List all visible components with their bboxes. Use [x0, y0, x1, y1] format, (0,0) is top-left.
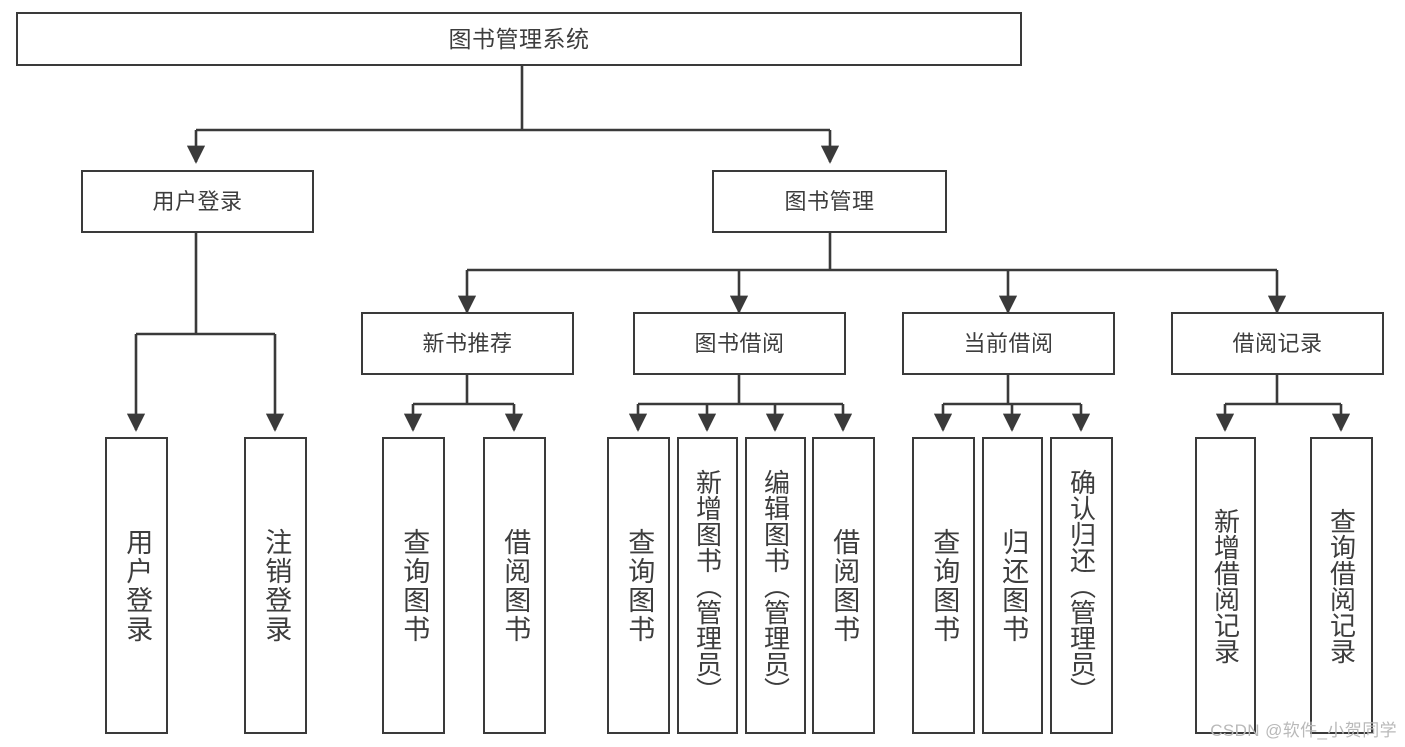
node-new-book-recommend[interactable]: 新书推荐 [361, 312, 574, 375]
node-label: 新书推荐 [422, 330, 513, 356]
node-label: 查询借阅记录 [1326, 507, 1357, 664]
leaf-borrow-book-recommend[interactable]: 借阅图书 [483, 437, 546, 734]
node-label: 编辑图书（管理员） [760, 468, 791, 703]
node-book-borrow[interactable]: 图书借阅 [633, 312, 846, 375]
leaf-return-book[interactable]: 归还图书 [982, 437, 1043, 734]
node-label: 查询图书 [624, 527, 655, 644]
leaf-edit-book-admin[interactable]: 编辑图书（管理员） [745, 437, 806, 734]
leaf-add-borrow-record[interactable]: 新增借阅记录 [1195, 437, 1256, 734]
node-label: 图书管理系统 [448, 25, 590, 52]
node-label: 注销登录 [261, 527, 292, 644]
node-label: 当前借阅 [963, 330, 1054, 356]
node-label: 查询图书 [929, 527, 960, 644]
node-label: 新增借阅记录 [1210, 507, 1241, 664]
node-user-login[interactable]: 用户登录 [81, 170, 314, 233]
node-label: 借阅图书 [829, 527, 860, 644]
node-label: 查询图书 [399, 527, 430, 644]
leaf-confirm-return-admin[interactable]: 确认归还（管理员） [1050, 437, 1113, 734]
leaf-add-book-admin[interactable]: 新增图书（管理员） [677, 437, 738, 734]
node-label: 图书管理 [784, 188, 875, 214]
node-current-borrow[interactable]: 当前借阅 [902, 312, 1115, 375]
leaf-query-borrow-record[interactable]: 查询借阅记录 [1310, 437, 1373, 734]
node-label: 借阅记录 [1232, 330, 1323, 356]
node-borrow-record[interactable]: 借阅记录 [1171, 312, 1384, 375]
node-label: 归还图书 [998, 527, 1029, 644]
node-label: 用户登录 [152, 188, 243, 214]
node-label: 新增图书（管理员） [692, 468, 723, 703]
leaf-query-book-recommend[interactable]: 查询图书 [382, 437, 445, 734]
node-label: 图书借阅 [694, 330, 785, 356]
node-label: 确认归还（管理员） [1066, 468, 1097, 703]
leaf-logout[interactable]: 注销登录 [244, 437, 307, 734]
node-book-management[interactable]: 图书管理 [712, 170, 947, 233]
watermark-text: CSDN @软件_小贺同学 [1210, 721, 1397, 740]
leaf-user-login[interactable]: 用户登录 [105, 437, 168, 734]
leaf-query-book-current[interactable]: 查询图书 [912, 437, 975, 734]
node-label: 用户登录 [122, 527, 153, 644]
node-root-system[interactable]: 图书管理系统 [16, 12, 1022, 66]
leaf-query-book-borrow[interactable]: 查询图书 [607, 437, 670, 734]
node-label: 借阅图书 [500, 527, 531, 644]
leaf-borrow-book[interactable]: 借阅图书 [812, 437, 875, 734]
